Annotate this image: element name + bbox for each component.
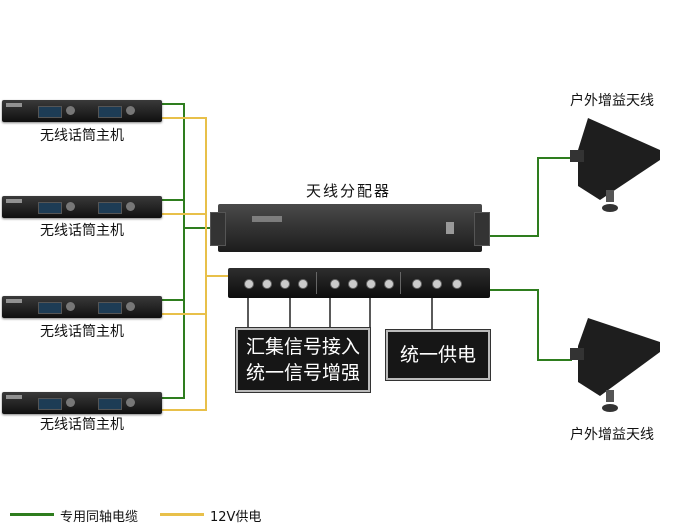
receiver-label: 无线话筒主机 (40, 223, 124, 239)
coax-cable (160, 103, 185, 399)
coax-legend-swatch (10, 513, 54, 516)
receiver-label: 无线话筒主机 (40, 417, 124, 433)
wireless-mic-receiver (2, 296, 162, 318)
splitter-label: 天线分配器 (306, 182, 392, 200)
receiver-label: 无线话筒主机 (40, 128, 124, 144)
power-legend-label: 12V供电 (210, 510, 262, 525)
signal-callout-box: 汇集信号接入 统一信号增强 (236, 328, 371, 392)
signal-callout-line1: 汇集信号接入 (246, 336, 361, 358)
signal-callout-line2: 统一信号增强 (246, 362, 361, 384)
power-callout-box: 统一供电 (386, 330, 491, 380)
antenna-label-bottom: 户外增益天线 (570, 427, 654, 443)
wireless-mic-receiver (2, 100, 162, 122)
antenna-splitter (210, 204, 490, 252)
outdoor-antenna-top (570, 118, 660, 212)
coax-cable (482, 289, 572, 361)
antenna-label-top: 户外增益天线 (570, 93, 654, 109)
coax-cable (482, 157, 572, 237)
power-cable (160, 117, 207, 411)
wireless-mic-receiver (2, 392, 162, 414)
power-callout-text: 统一供电 (400, 344, 477, 366)
splitter-back-panel (228, 268, 490, 298)
outdoor-antenna-bottom (570, 318, 660, 412)
coax-legend-label: 专用同轴电缆 (60, 510, 139, 525)
wireless-mic-receiver (2, 196, 162, 218)
power-legend-swatch (160, 513, 204, 516)
receiver-label: 无线话筒主机 (40, 324, 124, 340)
